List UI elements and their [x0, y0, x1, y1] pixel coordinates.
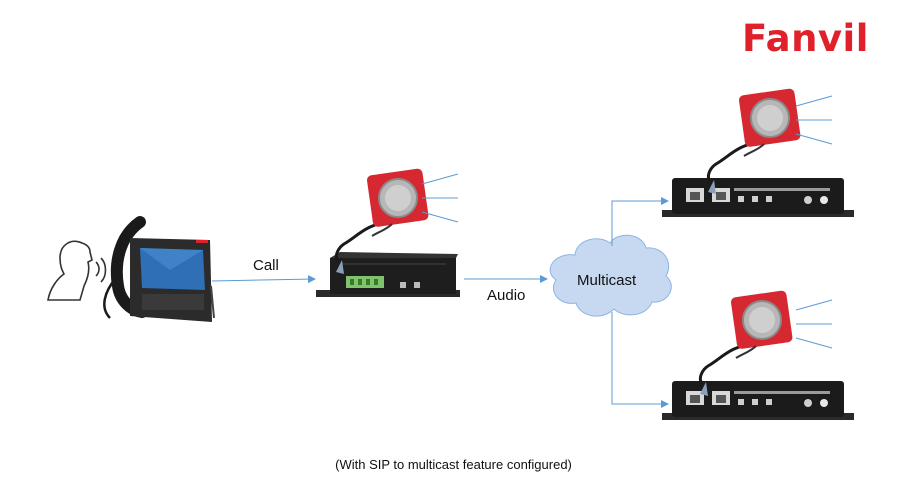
speaker-icon: [698, 288, 795, 398]
multicast-label: Multicast: [577, 272, 637, 289]
person-icon: [47, 240, 107, 301]
diagram-caption: (With SIP to multicast feature configure…: [335, 457, 572, 472]
call-arrow: [211, 275, 316, 284]
branch-arrow-top: [611, 197, 669, 246]
cloud-icon: [549, 234, 672, 317]
branch-arrow-bottom: [611, 312, 669, 408]
ip-phone-icon: [103, 216, 215, 322]
audio-label: Audio: [487, 287, 526, 304]
receiver-box-icon: [662, 381, 854, 420]
call-label: Call: [253, 257, 279, 274]
receiver-box-icon: [662, 178, 854, 217]
sound-waves-icon: [795, 299, 833, 349]
sound-waves-icon: [795, 95, 833, 145]
fanvil-logo: Fanvil: [742, 17, 869, 60]
gateway-box-icon: [316, 252, 460, 297]
